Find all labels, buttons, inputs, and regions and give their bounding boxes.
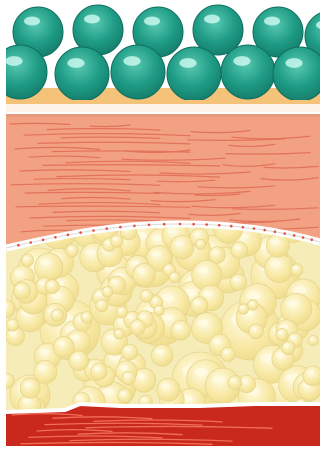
membrane-dot [105, 227, 108, 230]
fat-cell [228, 376, 242, 390]
surface-sphere [111, 45, 165, 99]
fat-cell [122, 371, 135, 384]
fat-cell [291, 264, 303, 276]
membrane-dot [54, 236, 57, 239]
membrane-dot [119, 226, 122, 229]
membrane-dot [42, 239, 45, 242]
fat-cell [169, 272, 180, 283]
membrane-dot [263, 229, 266, 232]
surface-sphere [221, 45, 275, 99]
fat-cell [0, 300, 15, 318]
fat-cell [265, 254, 293, 282]
fat-cell [118, 389, 132, 403]
fat-cell [303, 366, 323, 386]
membrane-dot [29, 241, 32, 244]
fat-cell [191, 297, 208, 314]
surface-spheres-layer [0, 5, 327, 101]
fat-cells [0, 213, 323, 419]
fat-cell [196, 239, 206, 249]
fat-cell [96, 299, 108, 311]
fat-cell [102, 286, 113, 297]
fat-cell [35, 253, 63, 281]
membrane-dot [302, 236, 305, 239]
fat-cell [34, 360, 57, 383]
membrane-dot [148, 224, 151, 227]
fat-layer [0, 213, 323, 419]
fat-cell [51, 309, 63, 321]
fat-cell [154, 305, 164, 315]
fat-cell [66, 244, 78, 256]
membrane-dot [67, 234, 70, 237]
fat-cell [114, 329, 124, 339]
surface-sphere [167, 47, 221, 101]
fat-cell [0, 374, 14, 389]
fat-cell [6, 319, 18, 331]
membrane-dot [253, 227, 256, 230]
membrane-dot [274, 230, 277, 233]
fat-cell [238, 304, 248, 314]
membrane-dot [283, 232, 286, 235]
fat-cell [69, 351, 89, 371]
membrane-dot [230, 225, 233, 228]
membrane-dot [205, 223, 208, 226]
membrane-dot [179, 223, 182, 226]
fat-cell [282, 341, 295, 354]
fat-cell [81, 312, 93, 324]
fat-cell [157, 378, 180, 401]
membrane-dot [17, 244, 20, 247]
fat-cell [116, 306, 127, 317]
fat-cell [140, 290, 153, 303]
fat-cell [231, 242, 248, 259]
fat-cell [230, 274, 247, 291]
fat-cell [20, 378, 40, 398]
fat-cell [45, 280, 59, 294]
membrane-dot [192, 223, 195, 226]
surface-sphere [273, 47, 327, 101]
membrane-dot [92, 229, 95, 232]
fat-cell [21, 254, 33, 266]
fat-cell [209, 247, 226, 264]
surface-base-strip [6, 88, 320, 112]
membrane-dot [133, 224, 136, 227]
fat-cell [14, 282, 31, 299]
fat-cell [151, 344, 173, 366]
surface-sphere [0, 45, 47, 99]
membrane-dot [293, 234, 296, 237]
fat-cell [91, 363, 107, 379]
fat-cell [249, 324, 264, 339]
fat-cell [266, 234, 289, 257]
membrane-dot [163, 223, 166, 226]
fat-cell [308, 336, 318, 346]
fat-cell [276, 328, 288, 340]
fat-cell [122, 344, 138, 360]
membrane-dot [242, 226, 245, 229]
muscle-layer [6, 404, 320, 446]
fat-cell [248, 300, 258, 310]
fat-cell [221, 347, 235, 361]
fat-cell [171, 321, 190, 340]
fat-cell [110, 235, 123, 248]
membrane-dot [79, 231, 82, 234]
fat-cell [130, 320, 145, 335]
membrane-dot [218, 224, 221, 227]
membrane-dot [310, 238, 313, 241]
fat-cell [133, 263, 156, 286]
surface-sphere [55, 47, 109, 101]
